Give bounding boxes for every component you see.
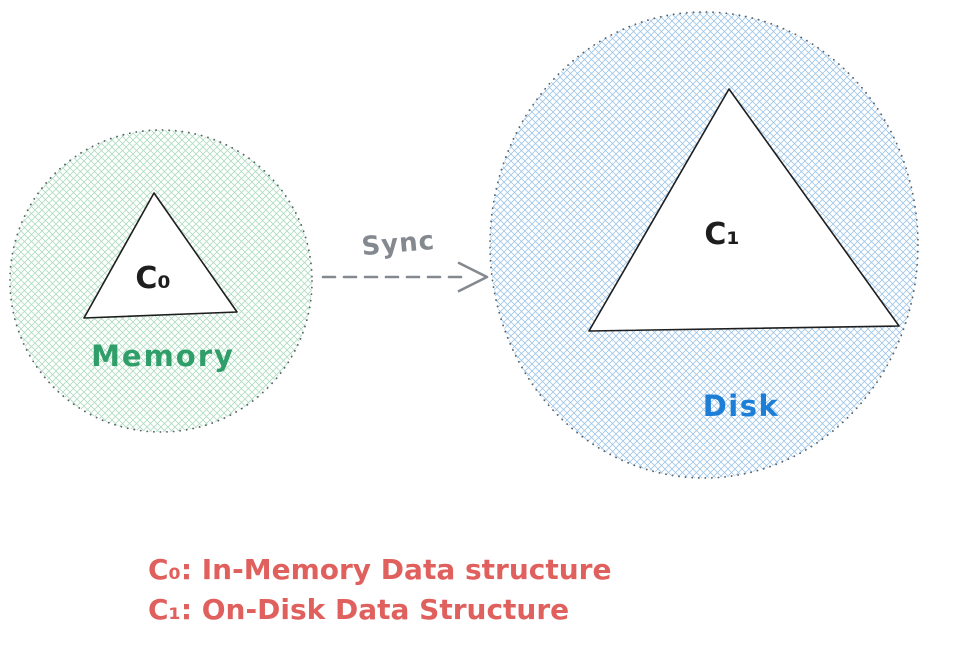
legend-line-2: C₁: On-Disk Data Structure bbox=[148, 593, 569, 626]
memory-label: Memory bbox=[91, 339, 235, 373]
sync-arrow bbox=[321, 261, 489, 293]
disk-triangle bbox=[588, 88, 900, 332]
memory-triangle-label: C₀ bbox=[135, 261, 170, 296]
memory-triangle bbox=[83, 192, 238, 319]
disk-label: Disk bbox=[703, 389, 780, 423]
sync-arrow-head bbox=[457, 261, 489, 293]
sync-label: Sync bbox=[360, 226, 436, 262]
disk-triangle-label: C₁ bbox=[704, 217, 739, 252]
legend-line-1: C₀: In-Memory Data structure bbox=[148, 553, 611, 586]
